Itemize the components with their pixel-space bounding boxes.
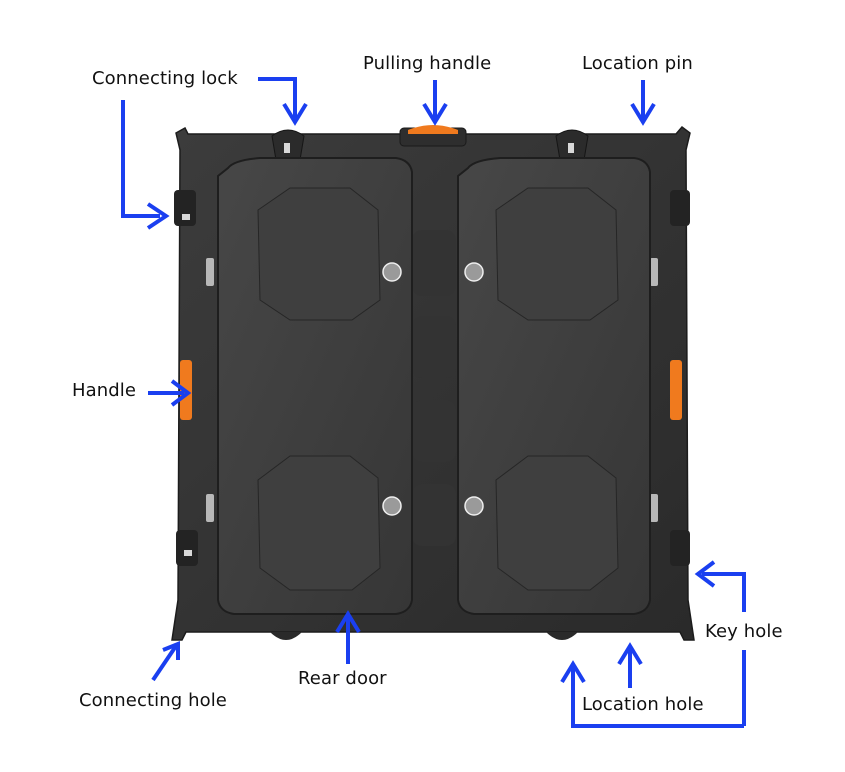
label-location-pin: Location pin <box>582 53 693 74</box>
label-connecting-hole: Connecting hole <box>79 690 227 711</box>
label-location-hole: Location hole <box>582 694 704 715</box>
rear-door-left <box>217 157 413 615</box>
key-hole-arrow-icon <box>702 572 746 612</box>
label-key-hole: Key hole <box>705 621 783 642</box>
connecting-lock-arrow-icon <box>258 77 297 118</box>
connecting-hole-arrow-icon <box>151 644 178 682</box>
location-hole-bracket-icon <box>571 666 744 728</box>
label-connecting-lock: Connecting lock <box>92 68 238 89</box>
side-lock-arrow-icon <box>121 100 160 218</box>
label-pulling-handle: Pulling handle <box>363 53 492 74</box>
label-rear-door: Rear door <box>298 668 387 689</box>
rear-door-right <box>457 157 651 615</box>
label-handle: Handle <box>72 380 137 401</box>
